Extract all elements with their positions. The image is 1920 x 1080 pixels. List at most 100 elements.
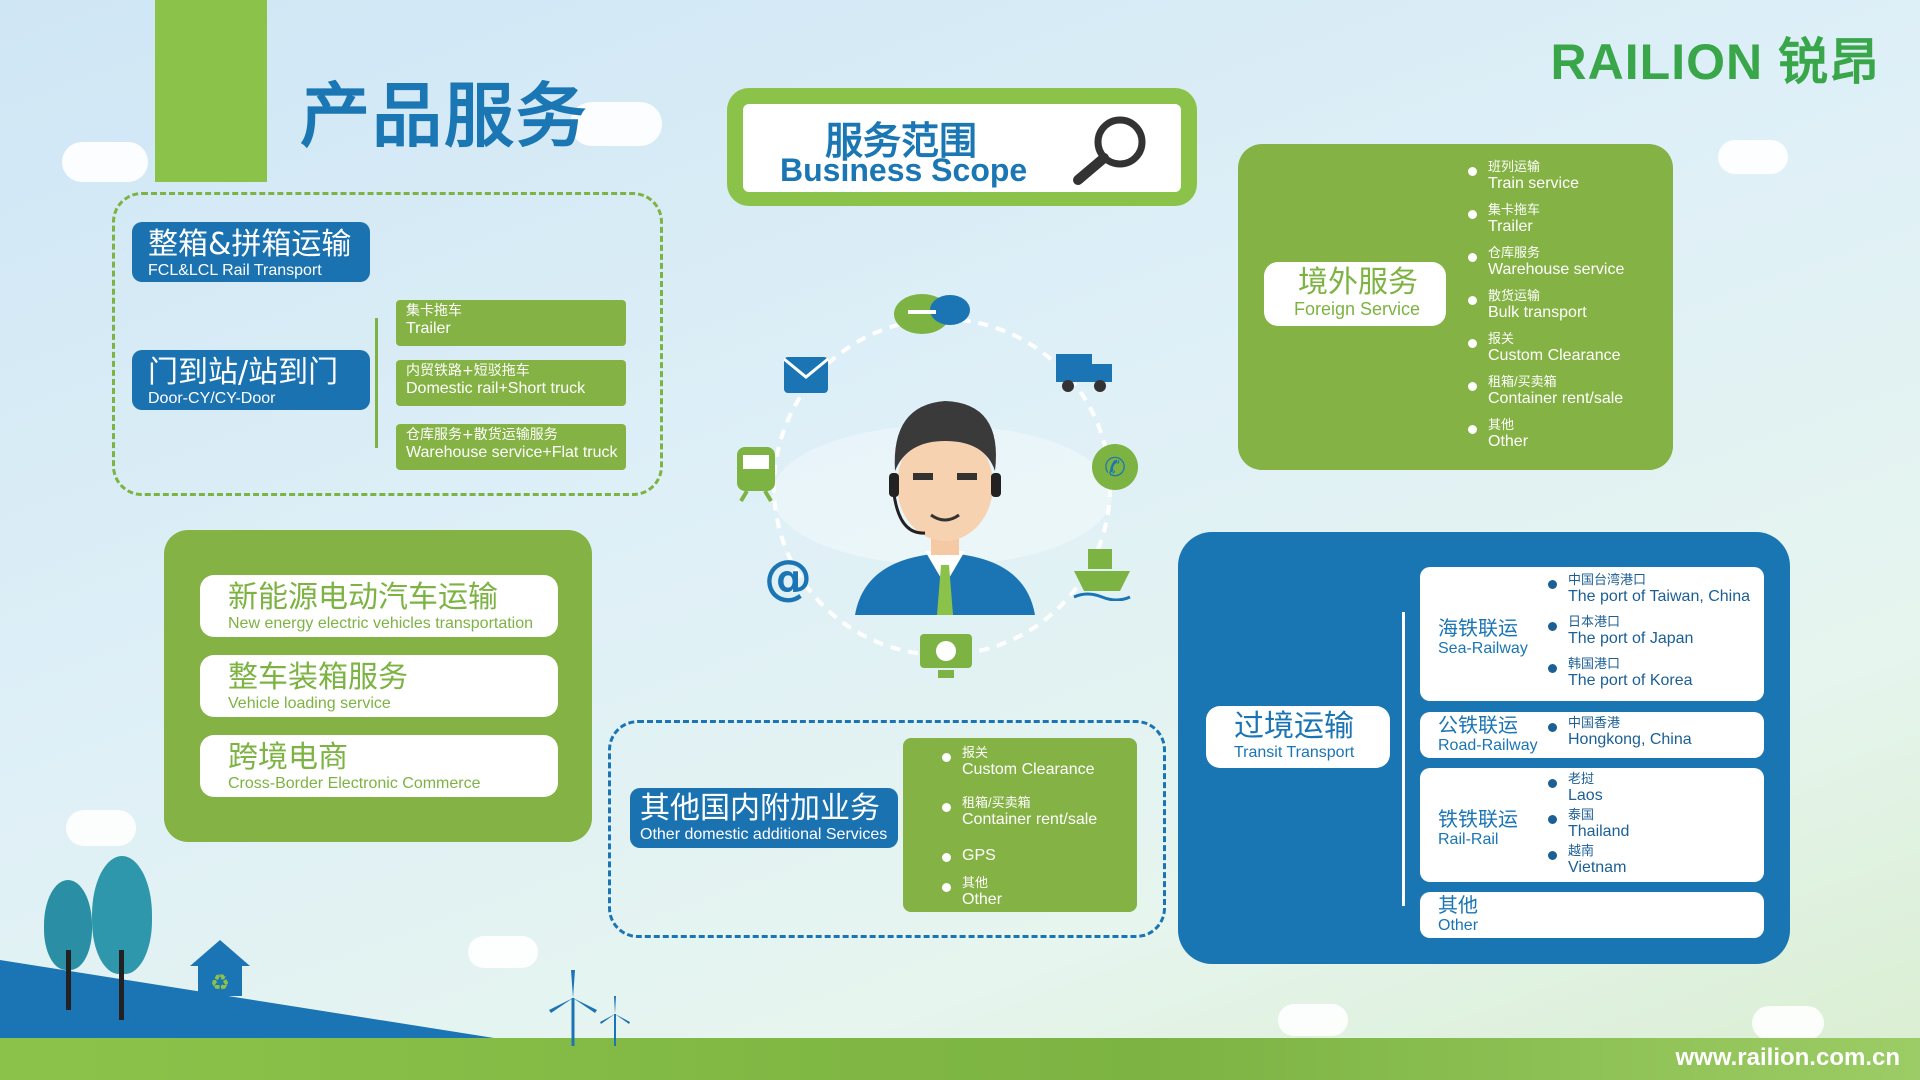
special-service-vehicle[interactable]: 整车装箱服务 Vehicle loading service [200,655,558,717]
row-en: Other [1438,917,1479,934]
item-en: GPS [962,847,996,864]
service-cn: 新能源电动汽车运输 [228,580,498,615]
cloud-decoration [66,810,136,846]
fcl-lcl-en: FCL&LCL Rail Transport [148,262,322,279]
item-en: Hongkong, China [1568,731,1692,749]
cloud-decoration [1278,1004,1348,1036]
item-en: Thailand [1568,823,1630,841]
at-icon: @ [764,550,812,606]
foreign-service-label[interactable]: 境外服务 Foreign Service [1264,262,1446,326]
item-cn: 仓库服务 [1488,245,1541,260]
row-cn: 其他 [1438,893,1478,917]
item-cn: 中国香港 [1568,715,1621,730]
domestic-services-label[interactable]: 其他国内附加业务 Other domestic additional Servi… [630,788,898,848]
domestic-cn: 其他国内附加业务 [640,791,880,826]
recycle-house-icon: ♻ [190,940,250,996]
train-icon [737,447,775,503]
row-en: Rail-Rail [1438,831,1499,848]
rail-option-trailer[interactable]: 集卡拖车 Trailer [396,300,626,346]
item-en: The port of Japan [1568,630,1694,648]
row-en: Sea-Railway [1438,640,1528,657]
item-cn: 其他 [962,875,989,890]
website-url[interactable]: www.railion.com.cn [1675,1044,1900,1071]
item-en: Vietnam [1568,859,1627,877]
cloud-decoration [570,102,662,146]
svg-text:♻: ♻ [210,971,230,996]
rail-option-warehouse[interactable]: 仓库服务+散货运输服务 Warehouse service+Flat truck [396,424,626,470]
rail-option-domestic[interactable]: 内贸铁路+短驳拖车 Domestic rail+Short truck [396,360,626,406]
special-service-ecommerce[interactable]: 跨境电商 Cross-Border Electronic Commerce [200,735,558,797]
item-cn: 越南 [1568,843,1595,858]
service-cn: 跨境电商 [228,740,348,775]
item-en: The port of Korea [1568,672,1693,690]
transit-en: Transit Transport [1234,744,1355,761]
option-en: Warehouse service+Flat truck [406,444,618,462]
domestic-item[interactable]: GPS [940,846,1130,876]
tree-trunk [66,950,71,1010]
item-en: Train service [1488,175,1579,193]
door-cy-label[interactable]: 门到站/站到门 Door-CY/CY-Door [132,350,370,410]
item-cn: 其他 [1488,417,1515,432]
chat-icon [894,294,970,334]
cloud-decoration [62,142,148,182]
item-en: Container rent/sale [1488,390,1624,408]
service-en: New energy electric vehicles transportat… [228,615,534,632]
option-en: Domestic rail+Short truck [406,380,586,398]
transit-transport-label[interactable]: 过境运输 Transit Transport [1206,706,1390,768]
item-cn: 散货运输 [1488,288,1541,303]
option-cn: 仓库服务+散货运输服务 [406,427,558,443]
magnifier-icon [1073,116,1146,185]
item-en: The port of Taiwan, China [1568,588,1751,606]
service-en: Cross-Border Electronic Commerce [228,775,481,792]
item-cn: 租箱/买卖箱 [1488,374,1557,389]
fcl-lcl-cn: 整箱&拼箱运输 [148,227,352,262]
item-cn: 中国台湾港口 [1568,572,1647,587]
company-logo: RAILION 锐昂 [1551,22,1880,94]
item-en: Trailer [1488,218,1533,236]
item-cn: 集卡拖车 [1488,202,1541,217]
item-cn: 报关 [1488,331,1515,346]
service-cn: 整车装箱服务 [228,660,408,695]
transit-row-other[interactable]: 其他 Other [1420,892,1764,938]
item-cn: 老挝 [1568,771,1595,786]
logo-brand: RAILION [1550,34,1764,90]
footer-strip [0,1038,1920,1080]
svg-text:@: @ [764,550,812,606]
svg-text:✆: ✆ [1104,453,1126,483]
row-cn: 海铁联运 [1438,616,1518,640]
item-en: Laos [1568,787,1603,805]
transit-cn: 过境运输 [1234,709,1354,744]
row-cn: 公铁联运 [1438,713,1518,737]
fcl-lcl-label[interactable]: 整箱&拼箱运输 FCL&LCL Rail Transport [132,222,370,282]
service-en: Vehicle loading service [228,695,391,712]
logo-cn: 锐昂 [1778,33,1880,91]
item-cn: 租箱/买卖箱 [962,795,1031,810]
cloud-decoration [1752,1006,1824,1040]
door-cy-cn: 门到站/站到门 [148,355,339,390]
option-en: Trailer [406,320,451,338]
special-service-ev[interactable]: 新能源电动汽车运输 New energy electric vehicles t… [200,575,558,637]
business-scope-panel [743,104,1181,192]
option-cn: 集卡拖车 [406,303,462,319]
connector-line [375,318,378,448]
